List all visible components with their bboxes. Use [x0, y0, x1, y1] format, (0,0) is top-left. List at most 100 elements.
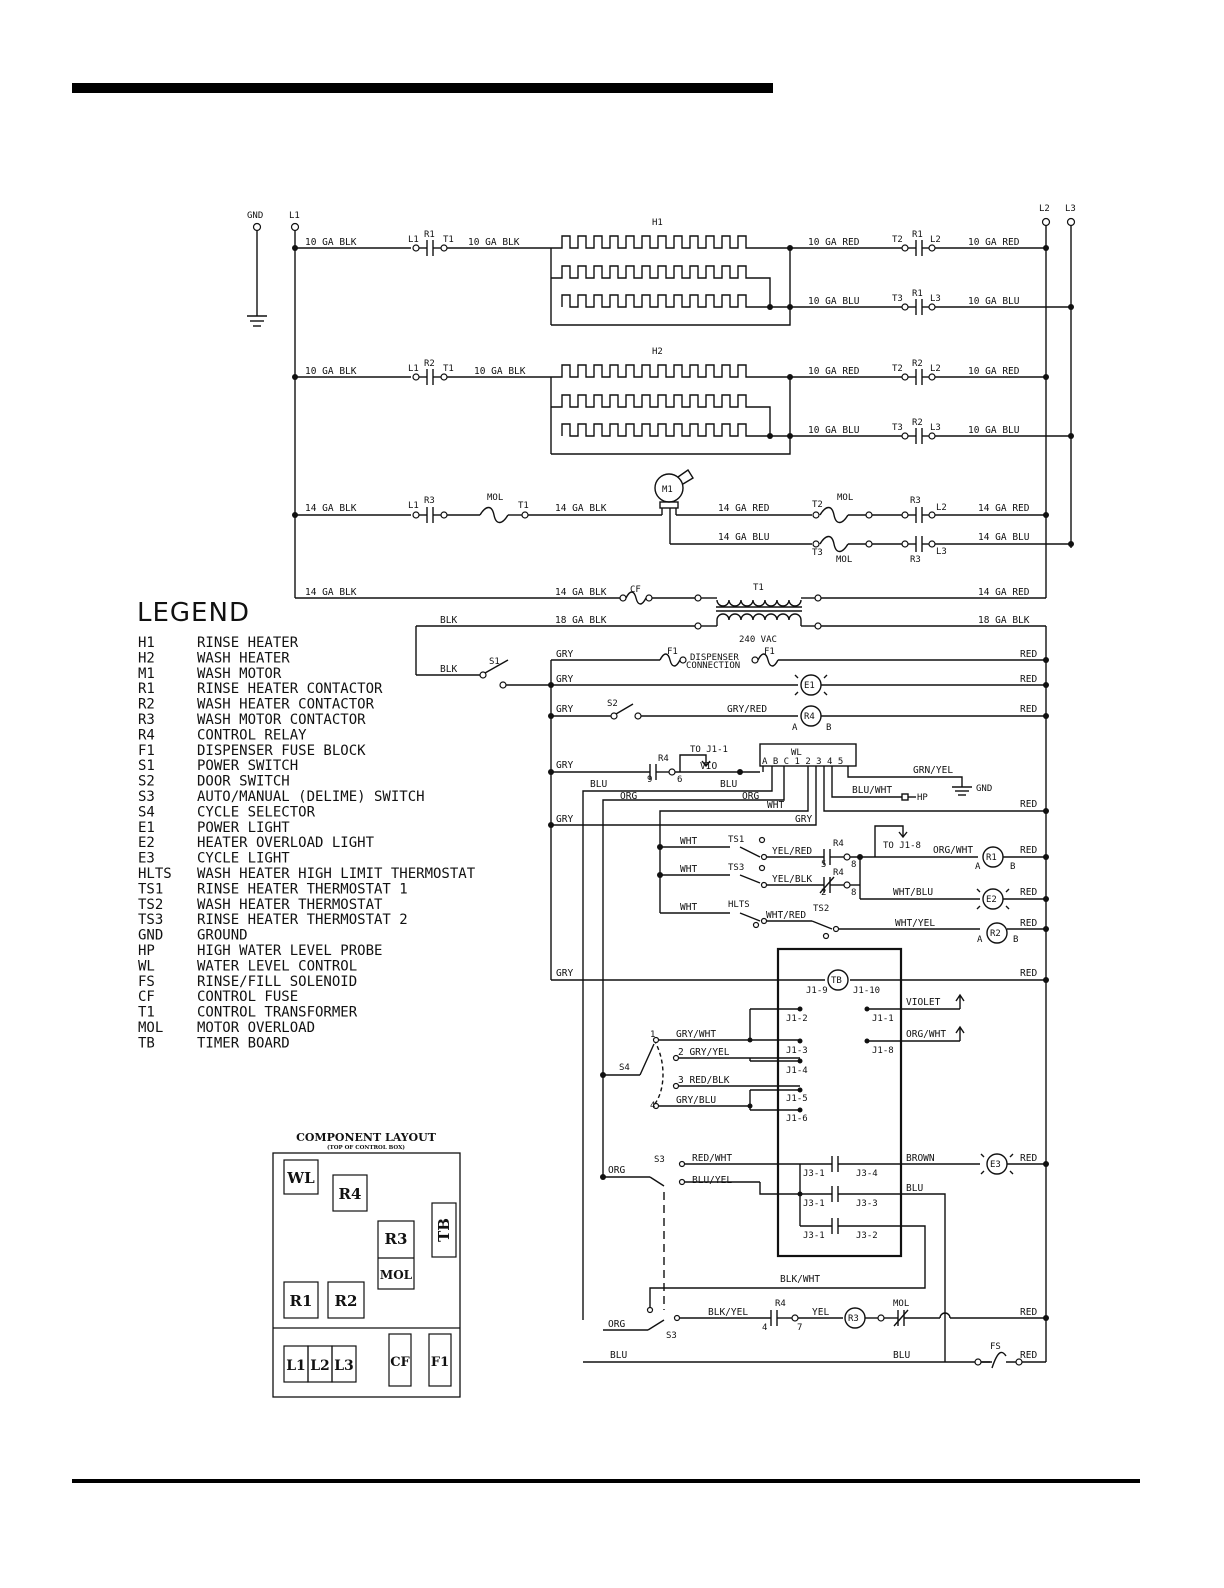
terminal-label: J3-1: [803, 1199, 825, 1209]
layout-r4-box: R4: [339, 1185, 362, 1203]
legend-code: R4: [138, 727, 155, 743]
terminal-label: L2: [930, 364, 941, 374]
legend-description: RINSE HEATER THERMOSTAT 2: [197, 912, 408, 928]
legend-description: WASH HEATER: [197, 650, 290, 666]
wire-label: GRN/YEL: [913, 765, 953, 776]
layout-cf-box: CF: [390, 1355, 410, 1370]
dispenser-label: DISPENSER: [690, 653, 739, 663]
terminal-label: J1-5: [786, 1094, 808, 1104]
wire-label: 14 GA BLK: [305, 587, 357, 598]
terminal-label: J3-3: [856, 1199, 878, 1209]
thermostat-label: TS3: [728, 863, 744, 873]
wire-label: RED: [1020, 704, 1037, 715]
wire-label: ORG: [742, 791, 759, 802]
wire-label: GRY: [556, 674, 573, 685]
wire-label: BLU: [590, 779, 607, 790]
layout-r2-box: R2: [335, 1292, 358, 1310]
ground-label: GND: [976, 784, 992, 794]
wire-label: GRY: [556, 704, 573, 715]
jumper-label: TO J1-8: [883, 841, 921, 851]
legend-description: WASH MOTOR: [197, 666, 282, 682]
wire-label: 10 GA BLU: [968, 425, 1020, 436]
legend-code: TS3: [138, 912, 163, 928]
legend-description: TIMER BOARD: [197, 1035, 290, 1051]
terminal-label: 8: [851, 860, 856, 870]
terminal-label: A: [977, 935, 983, 945]
legend-description: RINSE HEATER THERMOSTAT 1: [197, 881, 408, 897]
thermostat-label: TS1: [728, 835, 744, 845]
terminal-label: J3-2: [856, 1231, 878, 1241]
terminal-label: T2: [892, 235, 903, 245]
wire-label: RED/WHT: [692, 1153, 732, 1164]
layout-l1-box: L1: [286, 1358, 306, 1374]
legend-description: RINSE/FILL SOLENOID: [197, 974, 357, 990]
legend-code: S4: [138, 804, 155, 820]
terminal-label: 2: [821, 888, 826, 898]
terminal-label: J1-8: [872, 1046, 894, 1056]
terminal-label: 4: [762, 1323, 767, 1333]
wire-label: 10 GA RED: [808, 366, 860, 377]
light-label: E1: [804, 681, 815, 691]
legend-code: E3: [138, 851, 155, 867]
wire-label: RED: [1020, 845, 1037, 856]
wire-label: 18 GA BLK: [555, 615, 607, 626]
wire-label: RED: [1020, 1350, 1037, 1361]
terminal-label: J1-10: [853, 986, 880, 996]
switch-s2-label: S2: [607, 699, 618, 709]
layout-r1-box: R1: [290, 1292, 313, 1310]
wire-label: WHT: [680, 836, 697, 847]
wire-label: 14 GA BLK: [555, 587, 607, 598]
terminal-label: L3: [930, 294, 941, 304]
l2-terminal: [1041, 217, 1051, 227]
terminal-label: L3: [936, 547, 947, 557]
tb-label: TB: [831, 976, 842, 986]
switch-s3-label: S3: [666, 1331, 677, 1341]
legend-code: MOL: [138, 1020, 163, 1036]
legend-description: CONTROL TRANSFORMER: [197, 1005, 358, 1021]
contactor-label: R2: [424, 359, 435, 369]
wire-label: BLK/WHT: [780, 1274, 820, 1285]
wire-label: BLU/WHT: [852, 785, 892, 796]
contactor-label: R1: [912, 289, 923, 299]
legend-code: M1: [138, 666, 155, 682]
wire-label: YEL: [812, 1307, 829, 1318]
legend-code: R1: [138, 681, 155, 697]
light-label: E2: [986, 895, 997, 905]
fuse-label: F1: [764, 647, 775, 657]
terminal-label: L1: [408, 501, 419, 511]
coil-label: R3: [848, 1314, 859, 1324]
hlts-ts2-wash-thermostat-circuit: WHT HLTS WHT/RED TS2 WHT/YEL R2 A B RED: [660, 900, 1049, 945]
wire-label: GRY/BLU: [676, 1095, 716, 1106]
terminal-label: T2: [892, 364, 903, 374]
control-section: BLK S1 GRY F1 DISPENSER CONNECTION F1 RE…: [415, 626, 1049, 1369]
wire-label: GRY: [556, 814, 573, 825]
wire-label: 10 GA BLU: [968, 296, 1020, 307]
contactor-label: R3: [910, 496, 921, 506]
wire-label: GRY: [556, 760, 573, 771]
legend-code: H2: [138, 650, 155, 666]
component-layout-subtitle: (TOP OF CONTROL BOX): [327, 1144, 405, 1151]
contactor-label: R2: [912, 359, 923, 369]
wire-label: WHT: [767, 800, 784, 811]
h2-wash-heater-circuit: 10 GA BLK L1 R2 T1 10 GA BLK H2 10 GA RE…: [292, 347, 1074, 455]
overload-label: MOL: [837, 493, 853, 503]
wire-label: GRY/RED: [727, 704, 767, 715]
s4-cycle-selector: S4 1 4 GRY/WHT 2 GRY/YEL 3 RED/BLK GRY/B…: [600, 1008, 800, 1111]
legend-code: HLTS: [138, 866, 172, 882]
wire-label: 10 GA BLK: [468, 237, 520, 248]
terminal-label: 9: [647, 775, 652, 785]
l1-terminal: [290, 222, 300, 232]
wire-label: 10 GA BLK: [305, 366, 357, 377]
wire-label: RED: [1020, 1307, 1037, 1318]
layout-tb-box: TB: [435, 1218, 453, 1242]
wire-label: GRY: [556, 968, 573, 979]
wire-label: BLK/YEL: [708, 1307, 748, 1318]
control-transformer-circuit: 14 GA BLK 14 GA BLK CF T1 14 GA RED: [295, 583, 1046, 645]
gnd-terminal: [252, 222, 262, 232]
connection-label: CONNECTION: [686, 661, 740, 671]
wire-label: 10 GA RED: [808, 237, 860, 248]
wire-label: 10 GA BLK: [474, 366, 526, 377]
wire-label: 10 GA BLU: [808, 425, 860, 436]
wire-label: BLU/YEL: [692, 1175, 732, 1186]
legend-code: TB: [138, 1035, 155, 1051]
